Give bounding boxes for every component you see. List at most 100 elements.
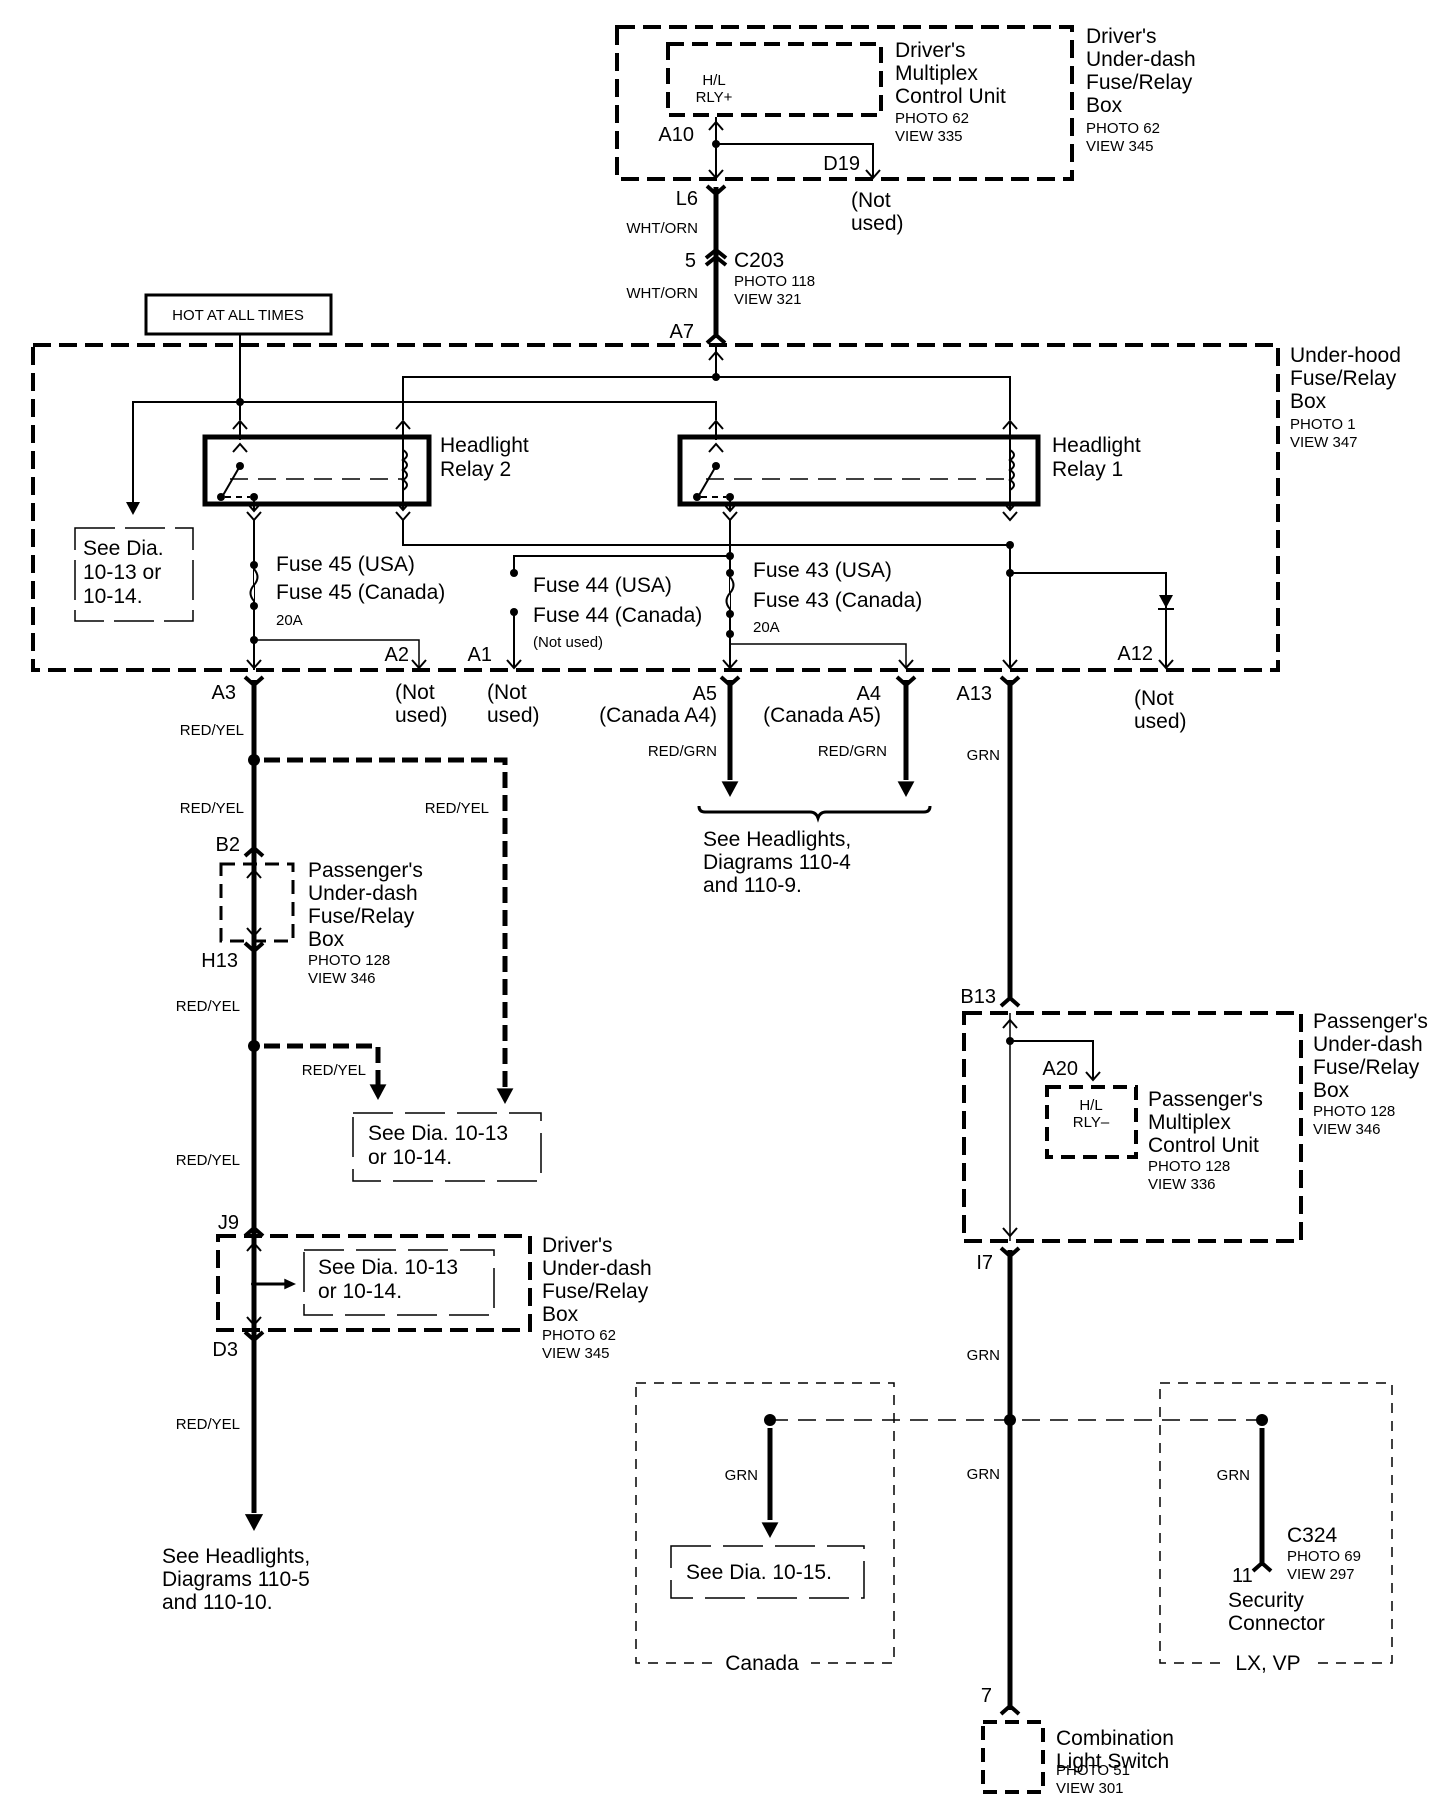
component-name: Under-hood xyxy=(1290,344,1401,367)
arrow-icon xyxy=(722,511,738,522)
wire-color-label: RED/YEL xyxy=(180,800,244,817)
wire-color-label: RED/YEL xyxy=(176,998,240,1015)
lxvp-option-box xyxy=(1159,1382,1393,1664)
pin-label: L6 xyxy=(676,188,698,210)
splice-dot xyxy=(510,569,518,577)
component-name: Combination xyxy=(1056,1727,1174,1750)
wire-red-yel-branch xyxy=(264,1043,381,1085)
pin-label: H13 xyxy=(201,950,238,972)
fuse-label: Fuse 43 (Canada) xyxy=(753,589,922,612)
fuse-label: Fuse 45 (USA) xyxy=(276,553,415,576)
component-name: Box xyxy=(542,1303,579,1326)
arrow-icon xyxy=(865,169,881,180)
hot-at-all-times-box xyxy=(144,293,333,336)
component-name: Box xyxy=(1290,390,1327,413)
wire-color-label: RED/GRN xyxy=(648,743,717,760)
pin-label: I7 xyxy=(976,1252,993,1274)
fuse-label: Fuse 44 (USA) xyxy=(533,574,672,597)
arrow-icon xyxy=(1002,511,1018,522)
headlights-reference: Diagrams 110-5 xyxy=(162,1568,310,1591)
component-name: Fuse/Relay xyxy=(1313,1056,1420,1079)
wire-color-label: GRN xyxy=(967,747,1000,764)
arrow-icon xyxy=(246,1241,262,1252)
headlights-reference: and 110-10. xyxy=(162,1591,273,1614)
component-name: Relay 2 xyxy=(440,458,511,481)
arrow-icon xyxy=(246,868,262,879)
fuse-icon xyxy=(725,576,735,610)
pin-label: A5 xyxy=(693,683,717,705)
connector-icon xyxy=(999,995,1021,1008)
component-name: Control Unit xyxy=(895,85,1006,108)
option-label: Canada xyxy=(725,1652,799,1675)
arrow-icon xyxy=(708,169,724,180)
pin-label: A10 xyxy=(658,124,694,146)
component-name: Multiplex xyxy=(895,62,978,85)
see-dia-canada-box xyxy=(670,1545,865,1599)
label-mask xyxy=(715,1650,811,1674)
arrow-head-icon xyxy=(897,781,915,797)
component-name: Fuse/Relay xyxy=(308,905,415,928)
photo-ref: PHOTO 128 xyxy=(1148,1158,1230,1175)
connector-icon xyxy=(999,1703,1021,1716)
splice-dot xyxy=(764,1414,776,1426)
wiring-lines xyxy=(31,25,1393,1794)
connector-icon xyxy=(1251,1560,1273,1573)
component-name: Connector xyxy=(1228,1612,1325,1635)
view-ref: VIEW 297 xyxy=(1287,1566,1355,1583)
arrow-head-icon xyxy=(126,502,140,515)
arrow-icon xyxy=(722,502,738,513)
wire-hot-bus xyxy=(132,401,717,510)
photo-ref: PHOTO 62 xyxy=(895,110,969,127)
splice-dot xyxy=(726,610,734,618)
fuse-label: Fuse 43 (USA) xyxy=(753,559,892,582)
see-dia-left-box xyxy=(74,527,194,622)
wire-a12 xyxy=(1010,572,1167,668)
not-used-label: used) xyxy=(1134,710,1187,733)
wire-coil-feed xyxy=(402,376,1011,420)
wire-color-label: RED/YEL xyxy=(302,1062,366,1079)
headlights-reference: Diagrams 110-4 xyxy=(703,851,851,874)
arrow-icon xyxy=(395,501,411,512)
photo-ref: PHOTO 128 xyxy=(308,952,390,969)
component-name: Control Unit xyxy=(1148,1134,1259,1157)
arrow-icon xyxy=(898,659,914,670)
wire-color-label: WHT/ORN xyxy=(626,220,698,237)
wire-color-label: GRN xyxy=(967,1466,1000,1483)
see-dia-mid-box xyxy=(352,1112,542,1182)
component-name: Passenger's xyxy=(308,859,423,882)
fuse-note: (Not used) xyxy=(533,634,603,651)
pin-label: A7 xyxy=(670,321,694,343)
component-name: Driver's xyxy=(895,39,966,62)
terminal-label: H/L xyxy=(702,72,725,89)
wire-color-label: RED/YEL xyxy=(425,800,489,817)
passenger-underdash-box-right xyxy=(962,1011,1303,1243)
connector-icon xyxy=(243,1225,265,1238)
see-dia-label: See Dia. xyxy=(83,537,164,560)
not-used-label: used) xyxy=(487,704,540,727)
wire-a4 xyxy=(730,643,907,668)
option-label: LX, VP xyxy=(1235,1652,1300,1675)
arrow-icon xyxy=(1002,1018,1018,1029)
splice-dot xyxy=(1256,1414,1268,1426)
not-used-label: used) xyxy=(851,212,904,235)
view-ref: VIEW 301 xyxy=(1056,1780,1124,1797)
photo-ref: PHOTO 128 xyxy=(1313,1103,1395,1120)
fuse-icon xyxy=(249,568,259,602)
see-dia-inner-box xyxy=(303,1249,495,1316)
component-name: Under-dash xyxy=(308,882,418,905)
arrow-icon xyxy=(411,659,427,670)
underhood-box xyxy=(31,343,1280,672)
relay-coil-icon xyxy=(1008,449,1015,491)
component-name: Fuse/Relay xyxy=(1290,367,1397,390)
pin-label: B2 xyxy=(216,834,240,856)
splice-dot xyxy=(250,602,258,610)
view-ref: VIEW 347 xyxy=(1290,434,1358,451)
arrow-icon xyxy=(246,1316,262,1327)
splice-dot xyxy=(726,630,734,638)
wire-color-label: RED/YEL xyxy=(176,1152,240,1169)
arrow-icon xyxy=(1002,1227,1018,1238)
component-name: Security xyxy=(1228,1589,1304,1612)
fuse-label: Fuse 45 (Canada) xyxy=(276,581,445,604)
component-name: Fuse/Relay xyxy=(1086,71,1193,94)
